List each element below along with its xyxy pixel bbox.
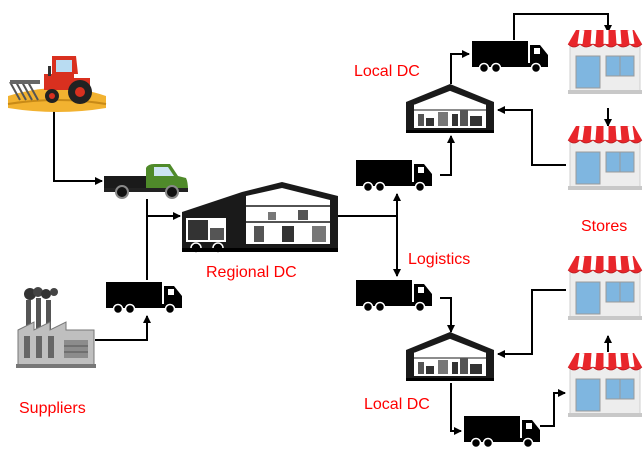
local-dc-top-label: Local DC bbox=[354, 63, 420, 80]
connector-local-dc-bottom-to-truck bbox=[450, 383, 462, 435]
factory-icon bbox=[16, 287, 96, 368]
connector-local-dc-top-to-truck bbox=[450, 50, 470, 84]
connectors bbox=[53, 13, 612, 435]
box-truck-icon bbox=[463, 415, 541, 449]
connector-factory-to-truck bbox=[95, 315, 151, 341]
local-dc-bottom-label: Local DC bbox=[364, 396, 430, 413]
connector-farm-to-pickup bbox=[53, 110, 103, 185]
logistics-label: Logistics bbox=[408, 251, 471, 268]
storefront-icon bbox=[568, 353, 642, 417]
connector-pickup-to-regional-dc bbox=[146, 199, 181, 220]
box-truck-icon bbox=[355, 159, 433, 193]
suppliers-label: Suppliers bbox=[19, 400, 86, 417]
connector-store-2-to-local-dc-top bbox=[497, 106, 566, 166]
connector-truck-to-store-1 bbox=[513, 13, 612, 40]
tractor-icon bbox=[7, 56, 107, 112]
warehouse-icon bbox=[405, 83, 495, 134]
storefront-icon bbox=[568, 256, 642, 320]
stores-label: Stores bbox=[581, 218, 628, 235]
storefront-icon bbox=[568, 30, 642, 94]
connector-truck-to-local-dc-bottom bbox=[440, 297, 455, 333]
connector-store-3-to-local-dc-bottom bbox=[497, 289, 566, 358]
pickup-truck-icon bbox=[104, 164, 188, 199]
box-truck-icon bbox=[105, 281, 183, 315]
warehouse-icon bbox=[405, 331, 495, 382]
connector-truck-to-store-4 bbox=[540, 389, 566, 427]
warehouse-icon bbox=[182, 182, 338, 254]
storefront-icon bbox=[568, 126, 642, 190]
box-truck-icon bbox=[471, 40, 549, 74]
connector-truck-to-local-dc-top bbox=[440, 135, 455, 176]
regional-dc-label: Regional DC bbox=[206, 264, 297, 281]
box-truck-icon bbox=[355, 279, 433, 313]
